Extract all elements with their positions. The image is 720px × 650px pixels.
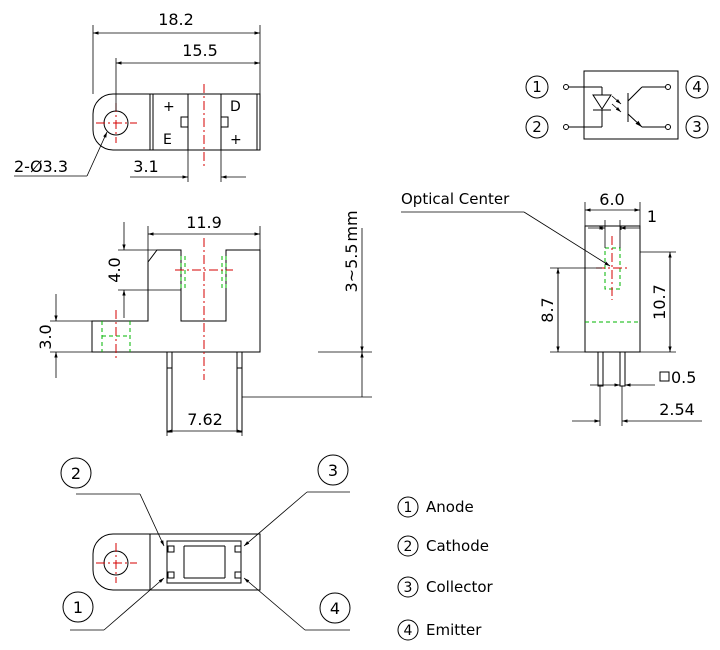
dim-body-height: 10.7 bbox=[650, 284, 669, 320]
dim-hole-pitch: 15.5 bbox=[182, 41, 218, 60]
dim-slot-depth: 4.0 bbox=[105, 257, 124, 282]
legend-num-1: 1 bbox=[404, 500, 413, 516]
dim-lead-size: 0.5 bbox=[671, 368, 696, 387]
bottom-view-body bbox=[149, 533, 261, 591]
dim-lead-pitch-side: 2.54 bbox=[659, 400, 695, 419]
dim-side-width: 6.0 bbox=[599, 190, 624, 209]
diode-icon bbox=[592, 94, 612, 110]
label-plus-right: + bbox=[230, 132, 242, 148]
side-lead-right bbox=[619, 351, 626, 387]
side-view: Optical Center 6.0 1 8.7 10.7 0.5 bbox=[401, 190, 702, 426]
schematic-pin-4: 4 bbox=[692, 78, 702, 96]
legend-item-emitter: 4 Emitter bbox=[397, 619, 482, 641]
top-view-flange-outline bbox=[92, 93, 150, 151]
top-view: + E D + 18.2 15.5 2-Ø3.3 3.1 bbox=[14, 10, 261, 182]
dim-lead-length-unit: mm bbox=[342, 210, 361, 241]
square-lead-icon bbox=[659, 371, 670, 382]
legend-item-collector: 3 Collector bbox=[397, 576, 494, 598]
label-emitter-e: E bbox=[163, 132, 172, 148]
dim-lead-length: 3~5.5 bbox=[342, 243, 361, 292]
legend-num-2: 2 bbox=[404, 539, 413, 555]
dim-optical-center-height: 8.7 bbox=[538, 297, 557, 322]
bottom-view: 2 1 3 4 bbox=[60, 454, 351, 631]
legend-label-collector: Collector bbox=[426, 578, 494, 596]
dim-overall-width: 18.2 bbox=[158, 10, 194, 29]
schematic-pin-1: 1 bbox=[532, 78, 542, 96]
bottom-view-flange-outline bbox=[92, 533, 150, 591]
bottom-pin-3: 3 bbox=[328, 461, 338, 480]
dim-aperture-width: 1 bbox=[647, 207, 657, 226]
schematic-pin-3: 3 bbox=[692, 118, 702, 136]
dim-flange-height: 3.0 bbox=[36, 324, 55, 349]
legend-item-anode: 1 Anode bbox=[397, 496, 474, 518]
top-view-body bbox=[149, 93, 261, 151]
bottom-pin-2: 2 bbox=[71, 464, 81, 483]
legend-label-anode: Anode bbox=[426, 498, 474, 516]
legend-label-cathode: Cathode bbox=[426, 537, 489, 555]
label-optical-center: Optical Center bbox=[401, 190, 510, 208]
dim-slot-offset: 3.1 bbox=[133, 157, 158, 176]
dim-slot-span: 11.9 bbox=[186, 213, 222, 232]
label-detector-d: D bbox=[230, 99, 241, 115]
legend-label-emitter: Emitter bbox=[426, 621, 482, 639]
schematic-pin-2: 2 bbox=[532, 118, 542, 136]
bottom-pin-1: 1 bbox=[73, 598, 83, 617]
front-lead-right bbox=[236, 351, 243, 433]
side-lead-left bbox=[597, 351, 604, 387]
legend-num-4: 4 bbox=[404, 623, 413, 639]
front-view: 11.9 4.0 3.0 7.62 3~5.5 mm bbox=[36, 210, 372, 436]
dim-mount-holes: 2-Ø3.3 bbox=[14, 157, 68, 176]
internal-schematic: 1 2 4 3 bbox=[525, 70, 709, 140]
dim-lead-pitch-front: 7.62 bbox=[187, 410, 223, 429]
label-plus-left: + bbox=[163, 99, 175, 115]
front-lead-left bbox=[166, 351, 173, 433]
pin-legend: 1 Anode 2 Cathode 3 Collector 4 Emitter bbox=[397, 496, 494, 641]
side-view-body bbox=[584, 225, 641, 353]
front-view-body-outline bbox=[91, 249, 261, 353]
legend-item-cathode: 2 Cathode bbox=[397, 535, 489, 557]
schematic-package bbox=[583, 70, 679, 140]
legend-num-3: 3 bbox=[404, 580, 413, 596]
bottom-pin-4: 4 bbox=[330, 599, 340, 618]
